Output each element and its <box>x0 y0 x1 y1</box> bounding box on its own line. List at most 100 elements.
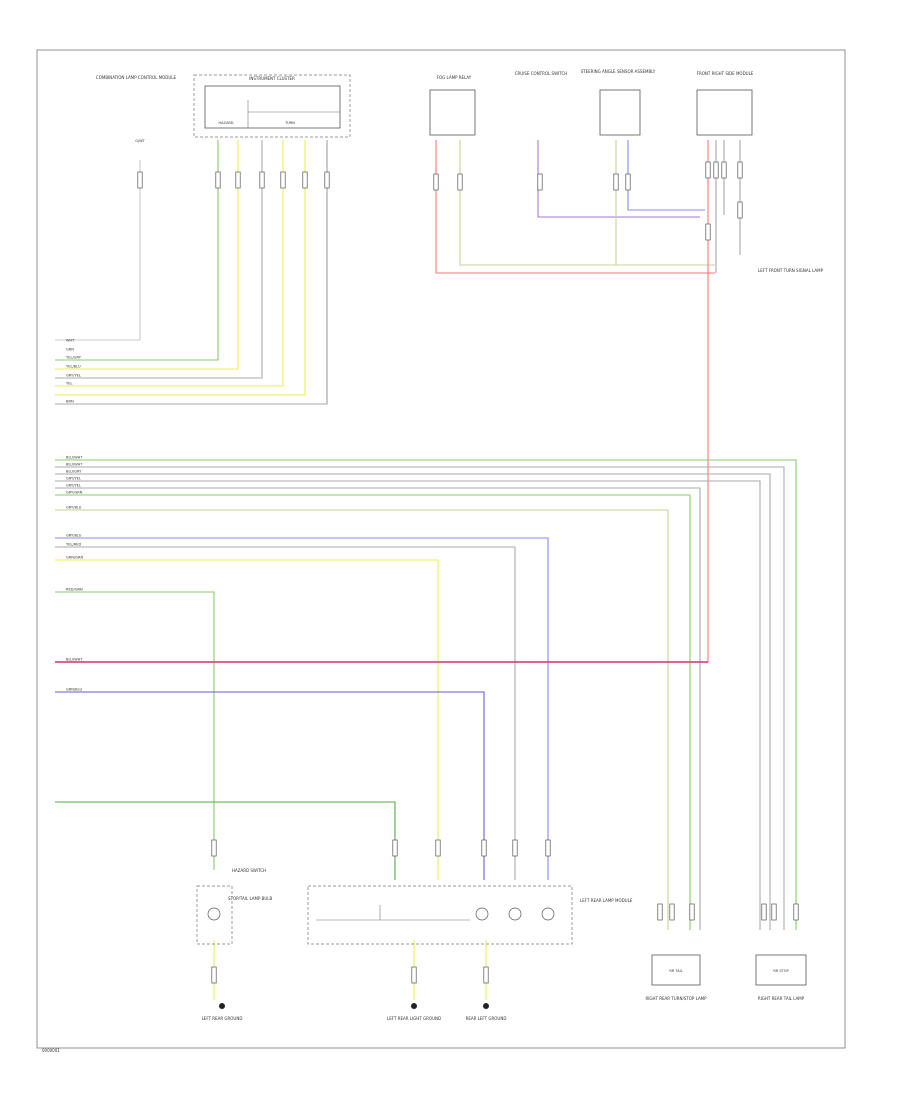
diagram-frame <box>36 49 846 1049</box>
mid-wire-label-10: RED/GRN <box>66 588 83 592</box>
left-rear-lamp-module-label: LEFT REAR LAMP MODULE <box>580 898 633 903</box>
top-wire-label-0: WHT <box>66 339 75 343</box>
connector-bottom-lower-1 <box>411 966 417 984</box>
top-wire-label-4: GRY/YEL <box>66 374 81 378</box>
wire-mid-4 <box>55 487 701 930</box>
steering-sensor-box <box>599 89 641 136</box>
connector-front-3 <box>721 161 727 179</box>
connector-bottom-upper-2 <box>481 839 487 857</box>
wire-group <box>55 140 797 1000</box>
mid-wire-label-12: GRN/BLU <box>66 688 82 692</box>
mid-wire-label-9: GRN/GRN <box>66 556 83 560</box>
rear-right-module-2-label: RIGHT REAR TAIL LAMP <box>758 996 805 1001</box>
mid-wire-label-2: BLU/GRY <box>66 470 82 474</box>
connector-top-0 <box>215 171 221 189</box>
connector-top-3 <box>280 171 286 189</box>
connector-steer-1 <box>625 173 631 191</box>
connector-bottom-upper-3 <box>512 839 518 857</box>
connector-rear-3 <box>761 903 767 921</box>
rear-right-module-2-text: RR STOP <box>773 969 788 973</box>
wire-mid-1 <box>55 466 785 930</box>
wire-mid-green-2 <box>55 801 396 880</box>
connector-bottom-lower-2 <box>483 966 489 984</box>
top-wire-label-5: YEL <box>66 382 72 386</box>
connector-top-5 <box>324 171 330 189</box>
wire-mid-2 <box>55 473 771 930</box>
connector-top-white <box>137 171 143 189</box>
mid-wire-label-6: GRY/BLU <box>66 506 82 510</box>
connector-rear-0 <box>657 903 663 921</box>
ground-3-icon <box>483 1003 489 1009</box>
wire-mid-0 <box>55 459 797 930</box>
mid-wire-label-5: GRY/GRN <box>66 491 83 495</box>
rear-right-module-1-box <box>651 954 701 986</box>
wire-mid-blue-1 <box>55 537 549 880</box>
cluster-turn-text: TURN <box>284 121 295 125</box>
wire-mid-purple <box>55 691 485 880</box>
wire-mid-5 <box>55 494 691 930</box>
wire-top-white <box>55 160 141 341</box>
module-bulb-icon-3 <box>541 907 555 921</box>
connector-bottom-upper-1 <box>435 839 441 857</box>
connector-steer-2 <box>613 173 619 191</box>
connector-rear-5 <box>793 903 799 921</box>
ground-2-icon <box>411 1003 417 1009</box>
module-bulb-icon-1 <box>475 907 489 921</box>
steering-sensor-label: STEERING ANGLE SENSOR ASSEMBLY <box>581 69 656 74</box>
connector-group <box>137 161 799 984</box>
wire-mid-3 <box>55 480 761 930</box>
mid-wire-label-1: BLU/WHT <box>66 463 83 467</box>
mid-wire-label-11: BLU/WHT <box>66 658 83 662</box>
mid-wire-label-0: BLU/WHT <box>66 456 83 460</box>
wire-steer-blue <box>627 140 705 211</box>
top-left-switch-label: G/WT <box>135 139 145 143</box>
mid-wire-labels: BLU/WHTBLU/WHTBLU/GRYGRY/YELGRY/YELGRY/G… <box>66 456 83 692</box>
cluster-hazard-text: HAZARD <box>219 121 234 125</box>
hazard-switch-label: HAZARD SWITCH <box>232 868 266 873</box>
connector-top-1 <box>235 171 241 189</box>
connector-bottom-lower-0 <box>211 966 217 984</box>
ground-2-label: LEFT REAR LIGHT GROUND <box>387 1016 441 1021</box>
front-right-module-box <box>696 89 753 136</box>
wire-top-last <box>55 140 328 405</box>
wire-fog-tan <box>459 140 715 266</box>
connector-front-2 <box>713 161 719 179</box>
front-right-module-label: FRONT RIGHT SIDE MODULE <box>697 71 754 76</box>
wire-mid-6 <box>55 509 669 930</box>
rear-right-module-2-box <box>755 954 807 986</box>
connector-front-5 <box>705 223 711 241</box>
left-rear-lamp-module-box <box>307 885 573 945</box>
wire-top-5 <box>55 140 328 405</box>
page-id: 0000001 <box>42 1048 60 1053</box>
cruise-control-label: CRUISE CONTROL SWITCH <box>515 71 568 76</box>
wire-top-4 <box>55 140 306 396</box>
splice-label: LEFT FRONT TURN SIGNAL LAMP <box>758 268 824 273</box>
mid-wire-label-7: GRY/BLU <box>66 534 82 538</box>
ground-1-label: LEFT REAR GROUND <box>202 1016 243 1021</box>
wire-fog-red <box>435 140 715 274</box>
connector-front-4 <box>737 161 743 179</box>
connector-bottom-upper-0 <box>392 839 398 857</box>
ground-1-icon <box>219 1003 225 1009</box>
ground-3-label: REAR LEFT GROUND <box>466 1016 507 1021</box>
wire-front-red-long <box>55 140 709 663</box>
mid-wire-label-8: YEL/RED <box>66 543 81 547</box>
connector-front-6 <box>737 201 743 219</box>
connector-top-2 <box>259 171 265 189</box>
stop-tail-bulb-label: STOP/TAIL LAMP BULB <box>228 896 273 901</box>
instrument-cluster-inner <box>204 85 341 129</box>
rear-right-module-1-text: RR TAIL <box>669 969 682 973</box>
combination-lamp-label: COMBINATION LAMP CONTROL MODULE <box>96 75 177 80</box>
wire-mid-yellow <box>55 559 439 880</box>
instrument-cluster-label: INSTRUMENT CLUSTER <box>249 76 295 81</box>
top-wire-label-3: YEL/BLU <box>66 365 81 369</box>
connector-bottom-upper-5 <box>211 839 217 857</box>
connector-rear-4 <box>771 903 777 921</box>
top-wire-label-6: BRN <box>66 400 74 404</box>
connector-rear-2 <box>689 903 695 921</box>
fog-lamp-relay-box <box>429 89 476 136</box>
wire-top-0 <box>55 140 219 361</box>
top-wire-label-1: GRN <box>66 348 74 352</box>
